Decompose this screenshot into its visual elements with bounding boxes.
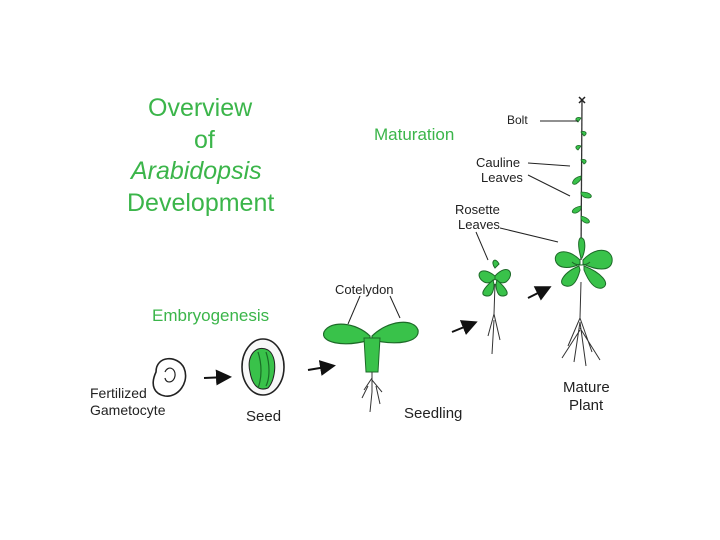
stage-label-seed: Seed	[246, 408, 282, 425]
label-cotyledon: Cotelydon	[335, 282, 394, 297]
stage-arrow-4	[527, 286, 552, 301]
stage-label-fertilized-line-1: Fertilized	[90, 385, 147, 401]
fertilized-gametocyte-drawing	[152, 357, 187, 397]
title-line-2: of	[194, 126, 215, 154]
label-cauline-line-2: Leaves	[481, 170, 523, 185]
label-bolt: Bolt	[507, 113, 528, 127]
stage-label-mature-line-2: Plant	[569, 397, 604, 414]
seed-drawing	[241, 338, 285, 396]
label-cauline-line-1: Cauline	[476, 155, 521, 170]
phase-label-embryogenesis: Embryogenesis	[152, 306, 270, 325]
phase-label-maturation: Maturation	[374, 125, 455, 144]
stage-arrow-2	[307, 360, 336, 376]
stage-arrow-1	[203, 369, 232, 386]
stage-label-seedling: Seedling	[404, 405, 463, 422]
seedling-drawing	[323, 321, 419, 413]
leader-lines	[347, 120, 578, 325]
stage-label-mature-line-1: Mature	[563, 379, 610, 396]
title-line-1: Overview	[148, 94, 253, 122]
title-line-4: Development	[127, 189, 275, 217]
label-rosette-line-1: Rosette	[455, 202, 500, 217]
rosette-plant-drawing	[478, 259, 511, 355]
stage-arrow-3	[451, 320, 478, 335]
label-rosette-line-2: Leaves	[458, 217, 500, 232]
title-line-3: Arabidopsis	[131, 157, 262, 185]
stage-label-fertilized-line-2: Gametocyte	[90, 402, 166, 418]
mature-plant-drawing	[554, 96, 613, 367]
